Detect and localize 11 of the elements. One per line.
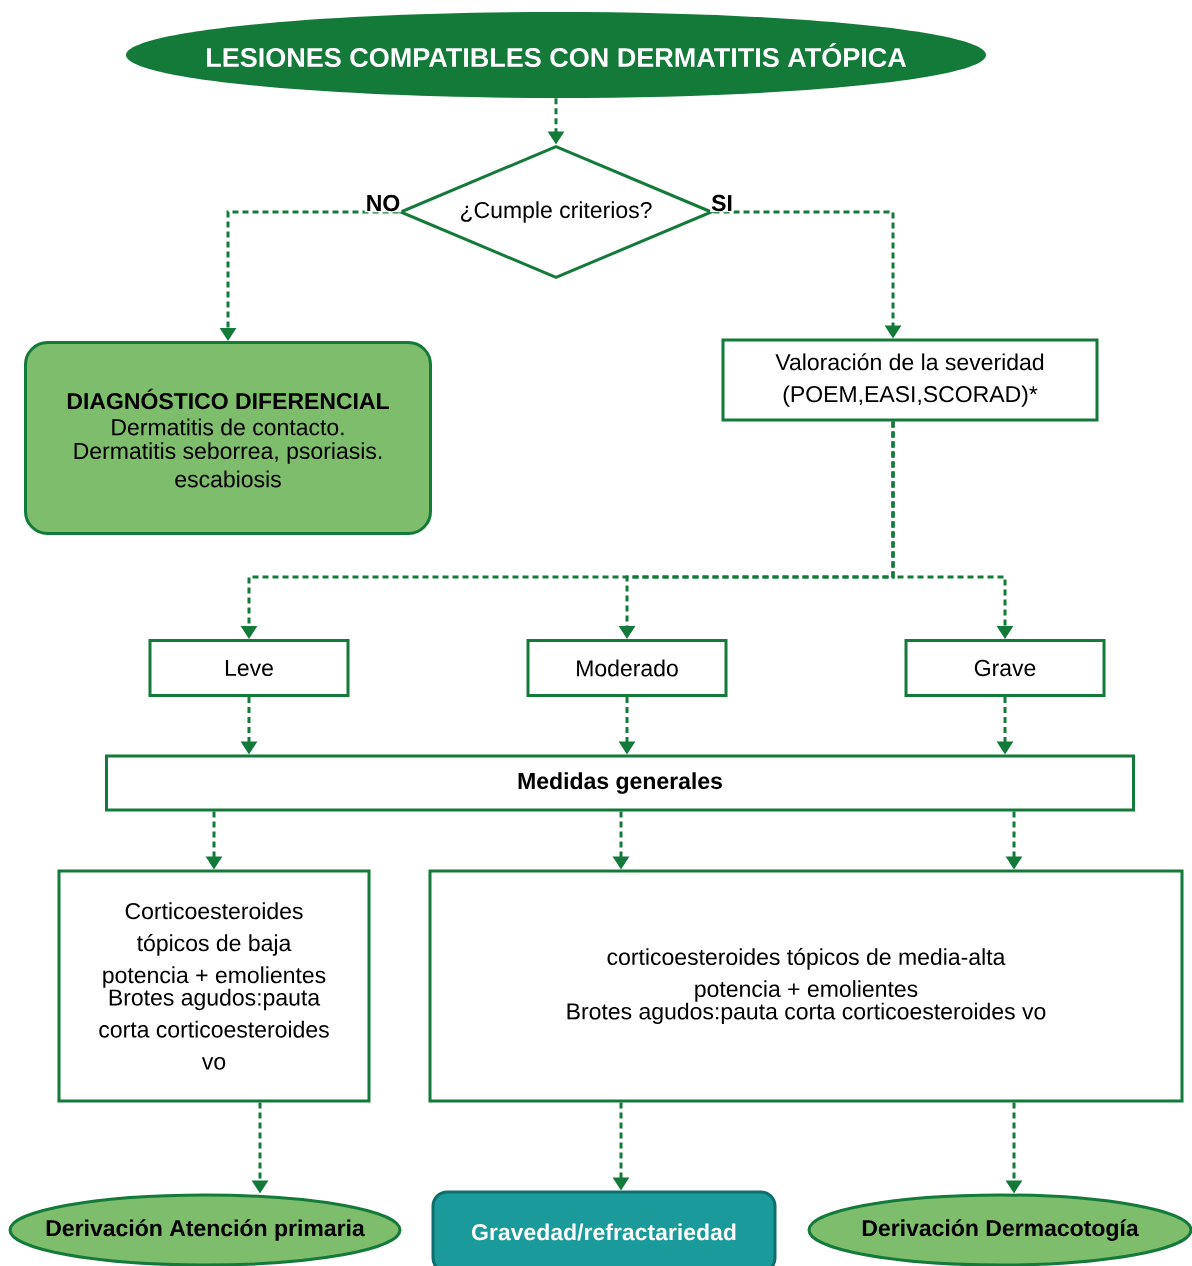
edge-label: NO [364, 193, 402, 213]
process-box: Medidas generales [105, 754, 1135, 812]
process-box: Grave [904, 639, 1106, 697]
rounded-box: Gravedad/refractariedad [431, 1190, 777, 1266]
process-box: Valoración de la severidad (POEM,EASI,SCORAD)* [721, 338, 1099, 422]
process-box: Corticoesteroides tópicos de baja potencia + emolientes Brotes agudos:pauta corta corticoesteroides vo [57, 869, 371, 1103]
edge-label: SI [710, 193, 734, 213]
process-box: Moderado [526, 639, 728, 697]
rounded-box: DIAGNÓSTICO DIFERENCIAL Dermatitis de contacto. Dermatitis seborrea, psoriasis. escabiosis [24, 341, 432, 535]
process-box: Leve [148, 639, 350, 697]
process-box: corticoesteroides tópicos de media-alta potencia + emolientes Brotes agudos:pauta corta corticoesteroides vo [428, 869, 1184, 1103]
